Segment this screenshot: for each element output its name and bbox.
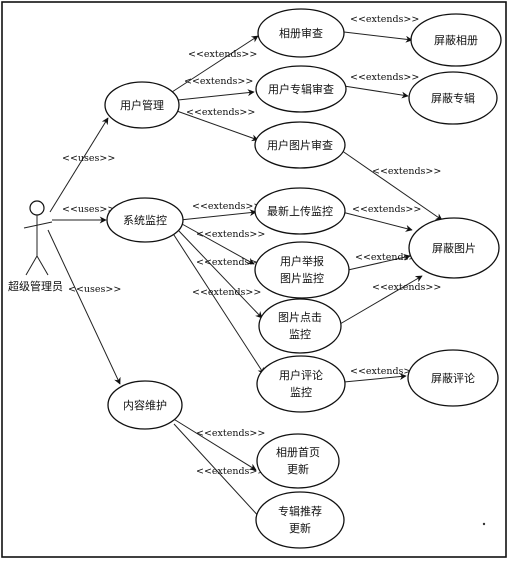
ext-line-photo-review <box>173 109 259 142</box>
extends-label-special-recommend: <<extends>> <box>196 466 265 477</box>
use-case-label-line1: 用户评论 <box>279 368 323 382</box>
use-case-block-photo: 屏蔽图片 <box>408 217 500 279</box>
ext-line-block-comment <box>343 373 407 383</box>
extends-label-album-review: <<extends>> <box>188 49 257 60</box>
speck <box>482 522 486 526</box>
extends-label-upload-block: <<extends>> <box>352 204 421 215</box>
use-case-content-maintenance: 内容维护 <box>107 380 183 430</box>
use-case-label-line2: 监控 <box>289 327 311 341</box>
use-case-photo-review: 用户图片审查 <box>254 121 346 169</box>
ext-line-block-special <box>343 85 409 99</box>
uses-label-system-monitor: <<uses>> <box>62 204 115 215</box>
use-case-label: 最新上传监控 <box>267 204 333 218</box>
uses-line-user-mgmt <box>49 117 109 213</box>
connectors <box>47 31 443 521</box>
ext-line-click-block <box>339 275 423 325</box>
use-case-label-line1: 专辑推荐 <box>278 504 322 518</box>
ext-line-special-recommend <box>173 423 263 521</box>
ext-line-special-review <box>177 89 255 101</box>
extends-label-block-comment: <<extends>> <box>350 366 419 377</box>
ext-line-photo-review-block <box>337 147 443 221</box>
extends-label-block-album: <<extends>> <box>350 14 419 25</box>
ext-line-upload-block <box>341 211 413 232</box>
use-case-label: 系统监控 <box>123 213 167 227</box>
extends-label-report-block: <<extends>> <box>355 252 424 263</box>
use-case-label-line2: 图片监控 <box>280 271 324 285</box>
use-case-label: 用户管理 <box>120 98 164 112</box>
use-case-label: 用户图片审查 <box>267 138 333 152</box>
ext-line-upload-monitor <box>179 209 257 221</box>
use-case-label-line1: 用户举报 <box>280 254 324 268</box>
extends-label-upload-monitor: <<extends>> <box>192 201 261 212</box>
use-case-label: 相册审查 <box>279 26 323 40</box>
use-case-report-monitor: 用户举报 图片监控 <box>254 241 350 299</box>
extends-label-special-review: <<extends>> <box>184 76 253 87</box>
use-case-system-monitor: 系统监控 <box>106 197 184 243</box>
use-case-special-review: 用户专辑审查 <box>255 65 347 113</box>
extends-label-click-block: <<extends>> <box>372 282 441 293</box>
use-case-label-line2: 监控 <box>290 385 312 399</box>
use-case-click-monitor: 图片点击 监控 <box>258 298 342 354</box>
extends-label-album-home: <<extends>> <box>196 428 265 439</box>
use-case-block-special: 屏蔽专辑 <box>408 71 498 125</box>
actor-name: 超级管理员 <box>8 279 63 293</box>
extends-label-report-monitor: <<extends>> <box>196 229 265 240</box>
use-case-album-review: 相册审查 <box>257 8 345 58</box>
use-case-label-line1: 相册首页 <box>276 445 320 459</box>
ext-line-album-home <box>171 417 257 471</box>
ext-line-click-monitor <box>177 229 263 319</box>
use-case-label: 屏蔽相册 <box>434 34 478 47</box>
ext-line-block-album <box>343 31 413 43</box>
use-case-comment-monitor: 用户评论 监控 <box>256 355 346 413</box>
relationship-labels: <<uses>> <<uses>> <<uses>> <<extends>> <… <box>62 14 441 477</box>
extends-label-click-monitor: <<extends>> <box>196 257 265 268</box>
use-case-label-line1: 图片点击 <box>278 311 322 324</box>
uses-label-content-maint: <<uses>> <box>68 284 121 295</box>
use-case-block-album: 屏蔽相册 <box>410 13 502 67</box>
uses-line-content-maint <box>47 229 121 385</box>
use-case-user-management: 用户管理 <box>104 81 180 129</box>
use-case-label-line2: 更新 <box>287 462 309 476</box>
ext-line-report-monitor <box>181 223 255 265</box>
extends-label-photo-block: <<extends>> <box>372 166 441 177</box>
use-case-label: 屏蔽评论 <box>431 371 475 385</box>
use-case-label: 屏蔽专辑 <box>431 91 475 105</box>
ext-line-report-block <box>347 253 411 271</box>
use-case-block-comment: 屏蔽评论 <box>407 349 499 407</box>
extends-label-block-special: <<extends>> <box>350 72 419 83</box>
use-case-label-line2: 更新 <box>289 521 311 535</box>
use-case-upload-monitor: 最新上传监控 <box>254 187 346 235</box>
use-case-label: 内容维护 <box>123 398 167 412</box>
use-case-label: 屏蔽图片 <box>432 242 476 255</box>
actor-stick-figure <box>23 200 53 276</box>
uses-label-user-mgmt: <<uses>> <box>62 153 115 164</box>
extends-label-comment-monitor: <<extends>> <box>192 287 261 298</box>
use-case-album-home-update: 相册首页 更新 <box>256 433 340 489</box>
use-case-special-recommend-update: 专辑推荐 更新 <box>255 491 345 549</box>
ext-line-comment-monitor <box>171 231 265 375</box>
use-case-label: 用户专辑审查 <box>268 82 334 96</box>
ext-line-album-review <box>171 35 259 93</box>
extends-label-photo-review: <<extends>> <box>186 107 255 118</box>
